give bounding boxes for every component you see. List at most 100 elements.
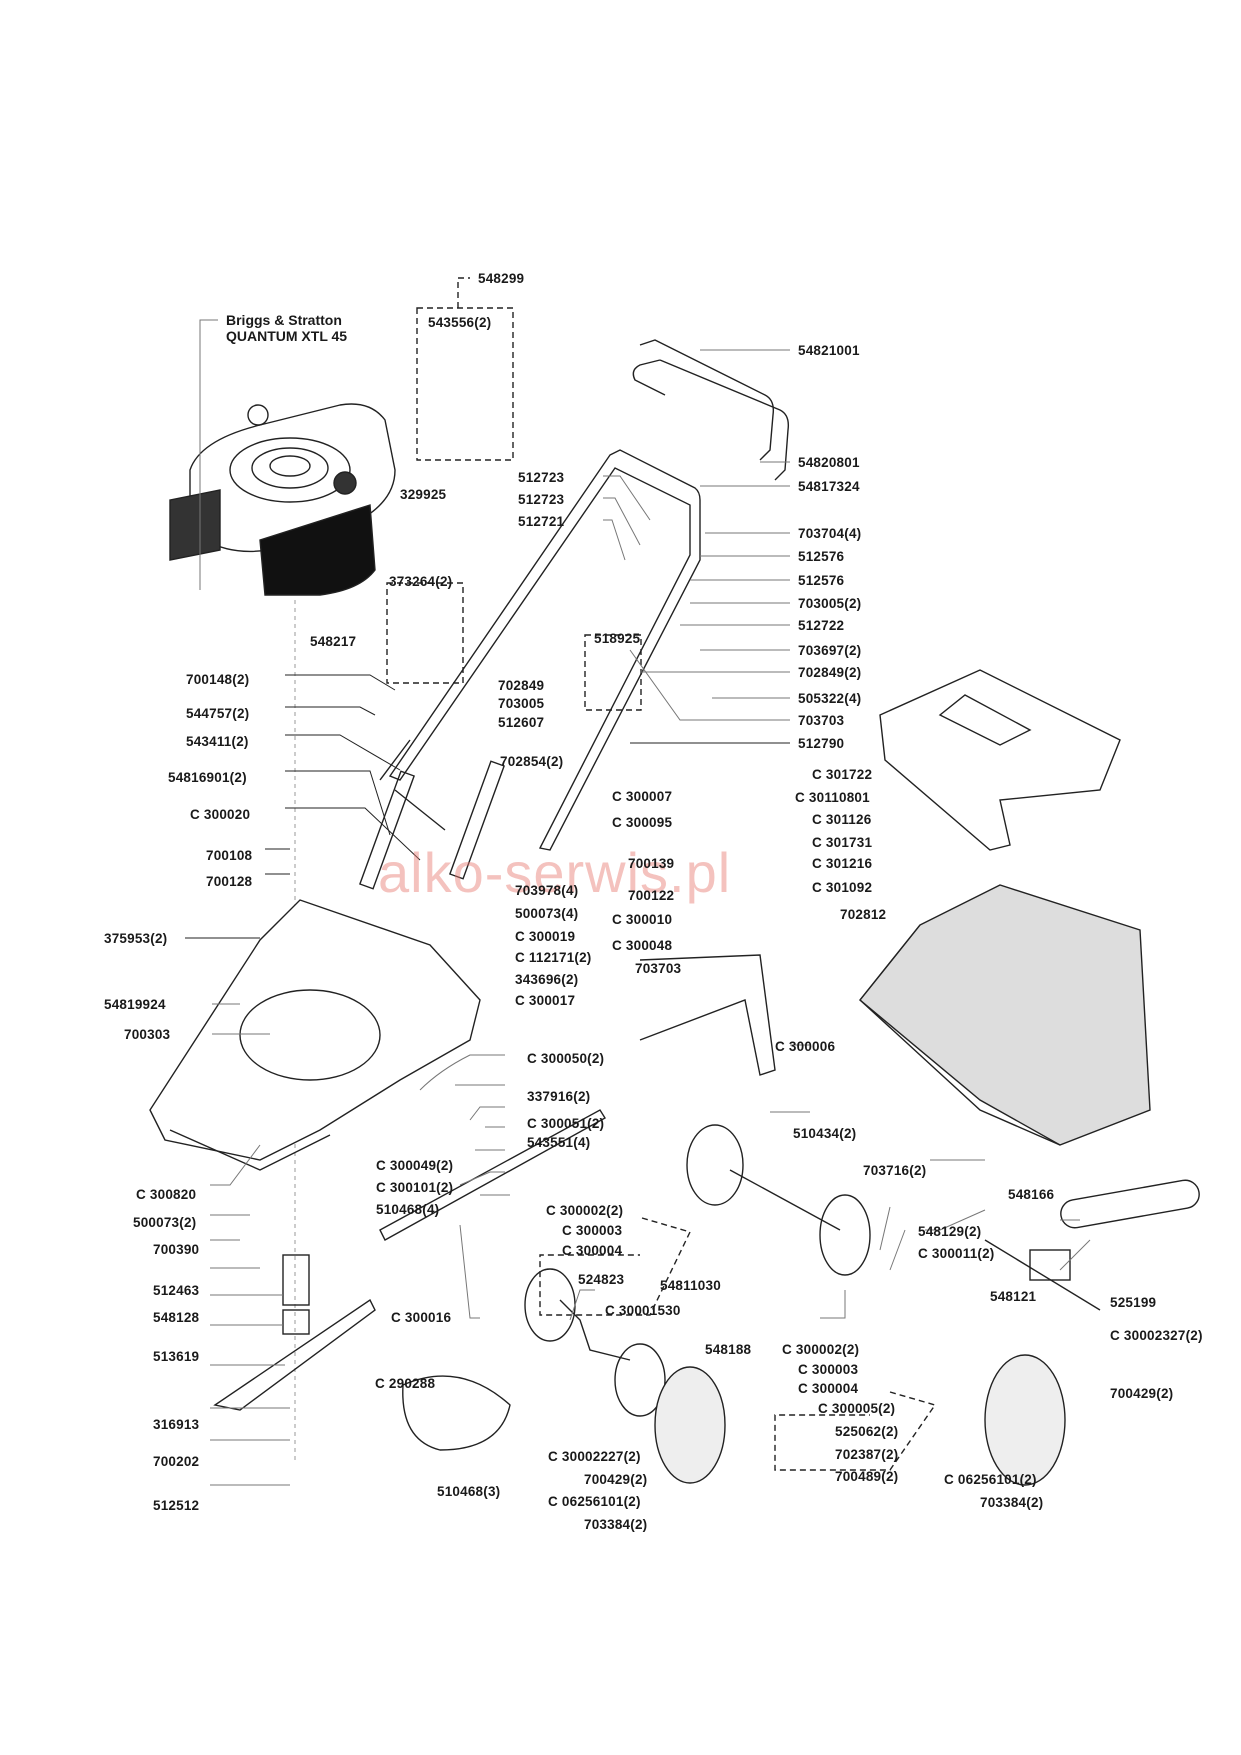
part-label: C 112171(2) — [515, 950, 592, 965]
part-label: 525199 — [1110, 1295, 1157, 1310]
part-label: 703005 — [498, 696, 545, 711]
part-label: C 06256101(2) — [944, 1472, 1037, 1487]
part-label: 512576 — [798, 549, 845, 564]
part-label: C 30110801 — [795, 790, 870, 805]
part-label: 703704(4) — [798, 526, 862, 541]
part-label: 700303 — [124, 1027, 171, 1042]
watermark: alko-serwis.pl — [378, 841, 732, 904]
part-label: 343696(2) — [515, 972, 579, 987]
part-label: C 301216 — [812, 856, 873, 871]
grass-box-drawing — [859, 884, 1151, 1146]
part-label: 525062(2) — [835, 1424, 899, 1439]
part-label: 548299 — [478, 271, 525, 286]
engine-model: QUANTUM XTL 45 — [226, 328, 348, 344]
part-label: C 300002(2) — [546, 1203, 624, 1218]
part-label: C 300002(2) — [782, 1342, 860, 1357]
part-label: 329925 — [400, 487, 447, 502]
axle-drawing — [524, 1124, 1101, 1486]
part-label: 54820801 — [798, 455, 860, 470]
part-label: C 301092 — [812, 880, 873, 895]
part-label: 512790 — [798, 736, 845, 751]
blade-drawing — [213, 1254, 511, 1451]
rod-drawing — [379, 1109, 606, 1241]
part-label: 700202 — [153, 1454, 200, 1469]
part-label: 500073(4) — [515, 906, 579, 921]
part-label: 512576 — [798, 573, 845, 588]
part-label: 505322(4) — [798, 691, 862, 706]
part-label: 512723 — [518, 470, 565, 485]
part-label: 54816901(2) — [168, 770, 247, 785]
grass-box-lid-drawing — [879, 669, 1121, 851]
part-label: 703005(2) — [798, 596, 862, 611]
part-label: 543551(4) — [527, 1135, 591, 1150]
part-label: C 300003 — [562, 1223, 623, 1238]
part-label: 518925 — [594, 631, 641, 646]
part-label: 510434(2) — [793, 1126, 857, 1141]
part-label: 548121 — [990, 1289, 1037, 1304]
part-label: 513619 — [153, 1349, 200, 1364]
part-label: 700429(2) — [584, 1472, 648, 1487]
part-label: 512723 — [518, 492, 565, 507]
part-label: 512722 — [798, 618, 845, 633]
engine-brand: Briggs & Stratton — [226, 312, 342, 328]
part-label: 700128 — [206, 874, 253, 889]
part-label: C 301126 — [812, 812, 872, 827]
part-label: 700489(2) — [835, 1469, 899, 1484]
part-label: C 300005(2) — [818, 1401, 896, 1416]
leader-lines — [185, 319, 1091, 1486]
part-label: 703716(2) — [863, 1163, 927, 1178]
part-label: 510468(4) — [376, 1202, 440, 1217]
part-label: C 301722 — [812, 767, 873, 782]
belt-drawing — [1060, 1179, 1200, 1229]
part-label: 548217 — [310, 634, 357, 649]
part-label: 700148(2) — [186, 672, 250, 687]
part-label: 548166 — [1008, 1187, 1055, 1202]
part-label: C 300004 — [562, 1243, 623, 1258]
part-label: 373264(2) — [389, 574, 453, 589]
part-label: 375953(2) — [104, 931, 168, 946]
part-label: 316913 — [153, 1417, 200, 1432]
part-label: 54821001 — [798, 343, 860, 358]
part-label: C 290288 — [375, 1376, 436, 1391]
part-label: 702849(2) — [798, 665, 862, 680]
part-label: 703703 — [798, 713, 845, 728]
part-label: C 300049(2) — [376, 1158, 454, 1173]
part-label: C 300101(2) — [376, 1180, 454, 1195]
part-label: 500073(2) — [133, 1215, 197, 1230]
part-label: 703697(2) — [798, 643, 862, 658]
part-label: C 30001530 — [605, 1303, 681, 1318]
part-label: C 300051(2) — [527, 1116, 605, 1131]
part-label: 512463 — [153, 1283, 200, 1298]
part-label: 700122 — [628, 888, 675, 903]
part-label: 512607 — [498, 715, 545, 730]
part-label: 700429(2) — [1110, 1386, 1174, 1401]
part-label: C 300050(2) — [527, 1051, 605, 1066]
part-label: 512512 — [153, 1498, 200, 1513]
part-label: C 301731 — [812, 835, 873, 850]
part-label: C 300007 — [612, 789, 673, 804]
part-label: 702387(2) — [835, 1447, 899, 1462]
part-label: 54817324 — [798, 479, 860, 494]
part-label: C 300820 — [136, 1187, 197, 1202]
part-label: 54811030 — [660, 1278, 721, 1293]
part-label: 702854(2) — [500, 754, 564, 769]
part-label: 700390 — [153, 1242, 200, 1257]
handle-drawing — [359, 339, 790, 890]
part-label: 703703 — [635, 961, 682, 976]
part-label: C 300020 — [190, 807, 251, 822]
part-label: 548129(2) — [918, 1224, 982, 1239]
part-label: 337916(2) — [527, 1089, 591, 1104]
part-label: 703978(4) — [515, 883, 579, 898]
part-label: 524823 — [578, 1272, 625, 1287]
engine-model-title: Briggs & Stratton QUANTUM XTL 45 — [226, 312, 347, 344]
part-label: C 300010 — [612, 912, 673, 927]
part-label: 543556(2) — [428, 315, 492, 330]
part-label: 700108 — [206, 848, 253, 863]
engine-drawing — [169, 403, 396, 596]
part-label: 543411(2) — [186, 734, 249, 749]
part-label: C 06256101(2) — [548, 1494, 641, 1509]
part-label: C 300006 — [775, 1039, 836, 1054]
part-label: 510468(3) — [437, 1484, 501, 1499]
part-label: 512721 — [518, 514, 565, 529]
